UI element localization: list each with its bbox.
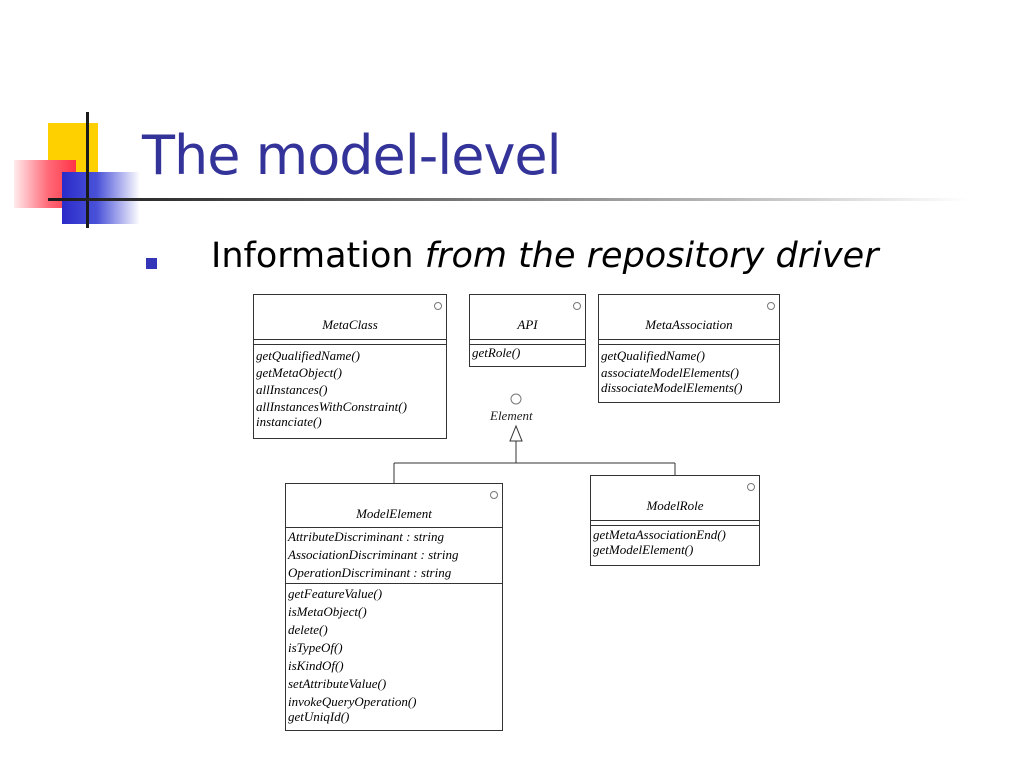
metaclass-box: MetaClass getQualifiedName() getMetaObje… [253, 294, 447, 439]
modelrole-box: ModelRole getMetaAssociationEnd() getMod… [590, 475, 760, 566]
operation: getModelElement() [593, 542, 694, 557]
compartment-divider [254, 339, 446, 340]
operation: getQualifiedName() [256, 348, 360, 363]
visibility-icon [747, 483, 755, 491]
slide-title: The model-level [142, 124, 562, 187]
operation: isKindOf() [288, 658, 344, 673]
operations-compartment: getQualifiedName() getMetaObject() allIn… [256, 347, 444, 429]
operation: getFeatureValue() [288, 586, 383, 601]
operation: getUniqId() [288, 709, 350, 724]
operation: dissociateModelElements() [601, 380, 743, 395]
compartment-divider [254, 344, 446, 345]
operation: allInstancesWithConstraint() [256, 399, 407, 414]
visibility-icon [573, 302, 581, 310]
title-underline [48, 198, 968, 201]
visibility-icon [767, 302, 775, 310]
bullet-text-italic: from the repository driver [424, 236, 879, 276]
compartment-divider [470, 339, 585, 340]
metaassociation-box: MetaAssociation getQualifiedName() assoc… [598, 294, 780, 403]
compartment-divider [599, 339, 779, 340]
compartment-divider [286, 527, 502, 528]
attributes-compartment: AttributeDiscriminant : string Associati… [288, 528, 500, 582]
compartment-divider [591, 520, 759, 521]
operation: isTypeOf() [288, 640, 343, 655]
visibility-icon [434, 302, 442, 310]
visibility-icon [490, 491, 498, 499]
attribute: AttributeDiscriminant : string [288, 529, 444, 544]
operation: invokeQueryOperation() [288, 694, 417, 709]
operation: isMetaObject() [288, 604, 367, 619]
logo-vertical-line [86, 112, 89, 228]
class-name: ModelRole [646, 498, 704, 513]
compartment-divider [286, 583, 502, 584]
attribute: OperationDiscriminant : string [288, 565, 452, 580]
operation: associateModelElements() [601, 365, 739, 380]
element-interface-circle [510, 393, 522, 405]
operation: getRole() [472, 345, 521, 360]
operation: setAttributeValue() [288, 676, 387, 691]
attribute: AssociationDiscriminant : string [288, 547, 459, 562]
api-box: API getRole() [469, 294, 586, 367]
class-name: MetaClass [322, 317, 378, 332]
class-name: ModelElement [356, 506, 432, 521]
generalization-arrowhead [509, 424, 523, 442]
modelelement-box: ModelElement AttributeDiscriminant : str… [285, 483, 503, 731]
operation: getQualifiedName() [601, 348, 705, 363]
bullet-text-normal: Information [211, 236, 425, 276]
bullet-icon [146, 258, 157, 269]
operation: allInstances() [256, 382, 328, 397]
operations-compartment: getRole() [472, 344, 583, 361]
compartment-divider [599, 344, 779, 345]
operations-compartment: getMetaAssociationEnd() getModelElement(… [593, 527, 757, 557]
operations-compartment: getFeatureValue() isMetaObject() delete(… [288, 585, 500, 724]
compartment-divider [470, 344, 585, 345]
bullet-text: Information from the repository driver [211, 236, 879, 276]
class-name: API [517, 317, 538, 332]
operation: instanciate() [256, 414, 322, 429]
compartment-divider [591, 525, 759, 526]
class-name: MetaAssociation [645, 317, 733, 332]
element-interface-label: Element [490, 408, 533, 423]
operations-compartment: getQualifiedName() associateModelElement… [601, 347, 777, 395]
operation: getMetaAssociationEnd() [593, 527, 726, 542]
operation: getMetaObject() [256, 365, 342, 380]
operation: delete() [288, 622, 328, 637]
